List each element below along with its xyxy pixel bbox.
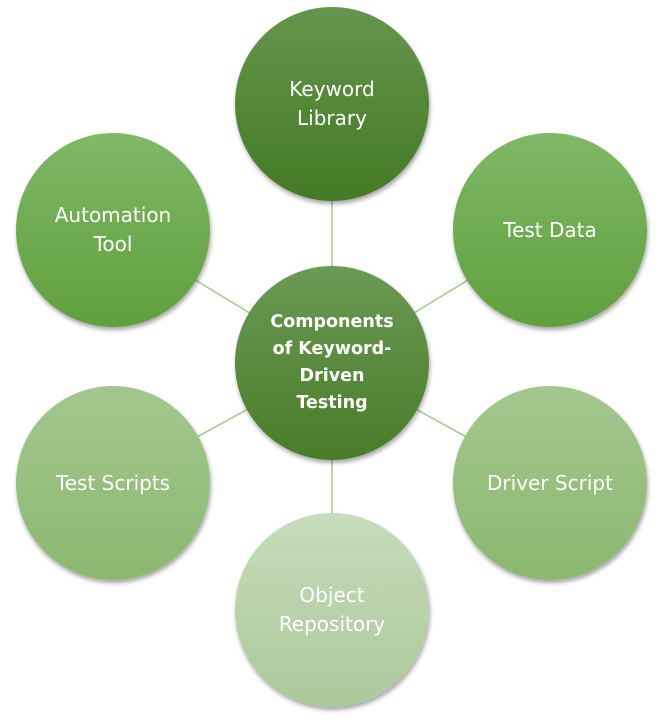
center-node-label-line: Driven [299, 366, 365, 386]
node-test-scripts-label: Test Scripts [42, 469, 184, 498]
node-object-repository-label-line: Repository [278, 612, 386, 636]
center-node-label-line: Components [270, 312, 394, 332]
node-test-data-label-line: Test Data [503, 217, 597, 242]
node-test-data: Test Data [453, 133, 647, 327]
node-test-data-label: Test Data [489, 216, 611, 245]
center-node-label-line: Testing [296, 393, 368, 413]
node-automation-tool-label-line: Tool [93, 232, 133, 256]
node-object-repository-label-line: Object [299, 583, 365, 607]
node-automation-tool-label-line: Automation [54, 203, 172, 227]
node-test-scripts: Test Scripts [16, 386, 210, 580]
node-driver-script-label-line: Driver Script [487, 470, 613, 495]
center-node-label-line: of Keyword- [272, 339, 392, 359]
node-test-scripts-label-line: Test Scripts [55, 470, 171, 495]
node-driver-script-label: Driver Script [473, 469, 627, 498]
node-keyword-library-label-line: Keyword [289, 77, 375, 101]
node-driver-script: Driver Script [453, 386, 647, 580]
node-keyword-library-label-line: Library [297, 106, 367, 130]
